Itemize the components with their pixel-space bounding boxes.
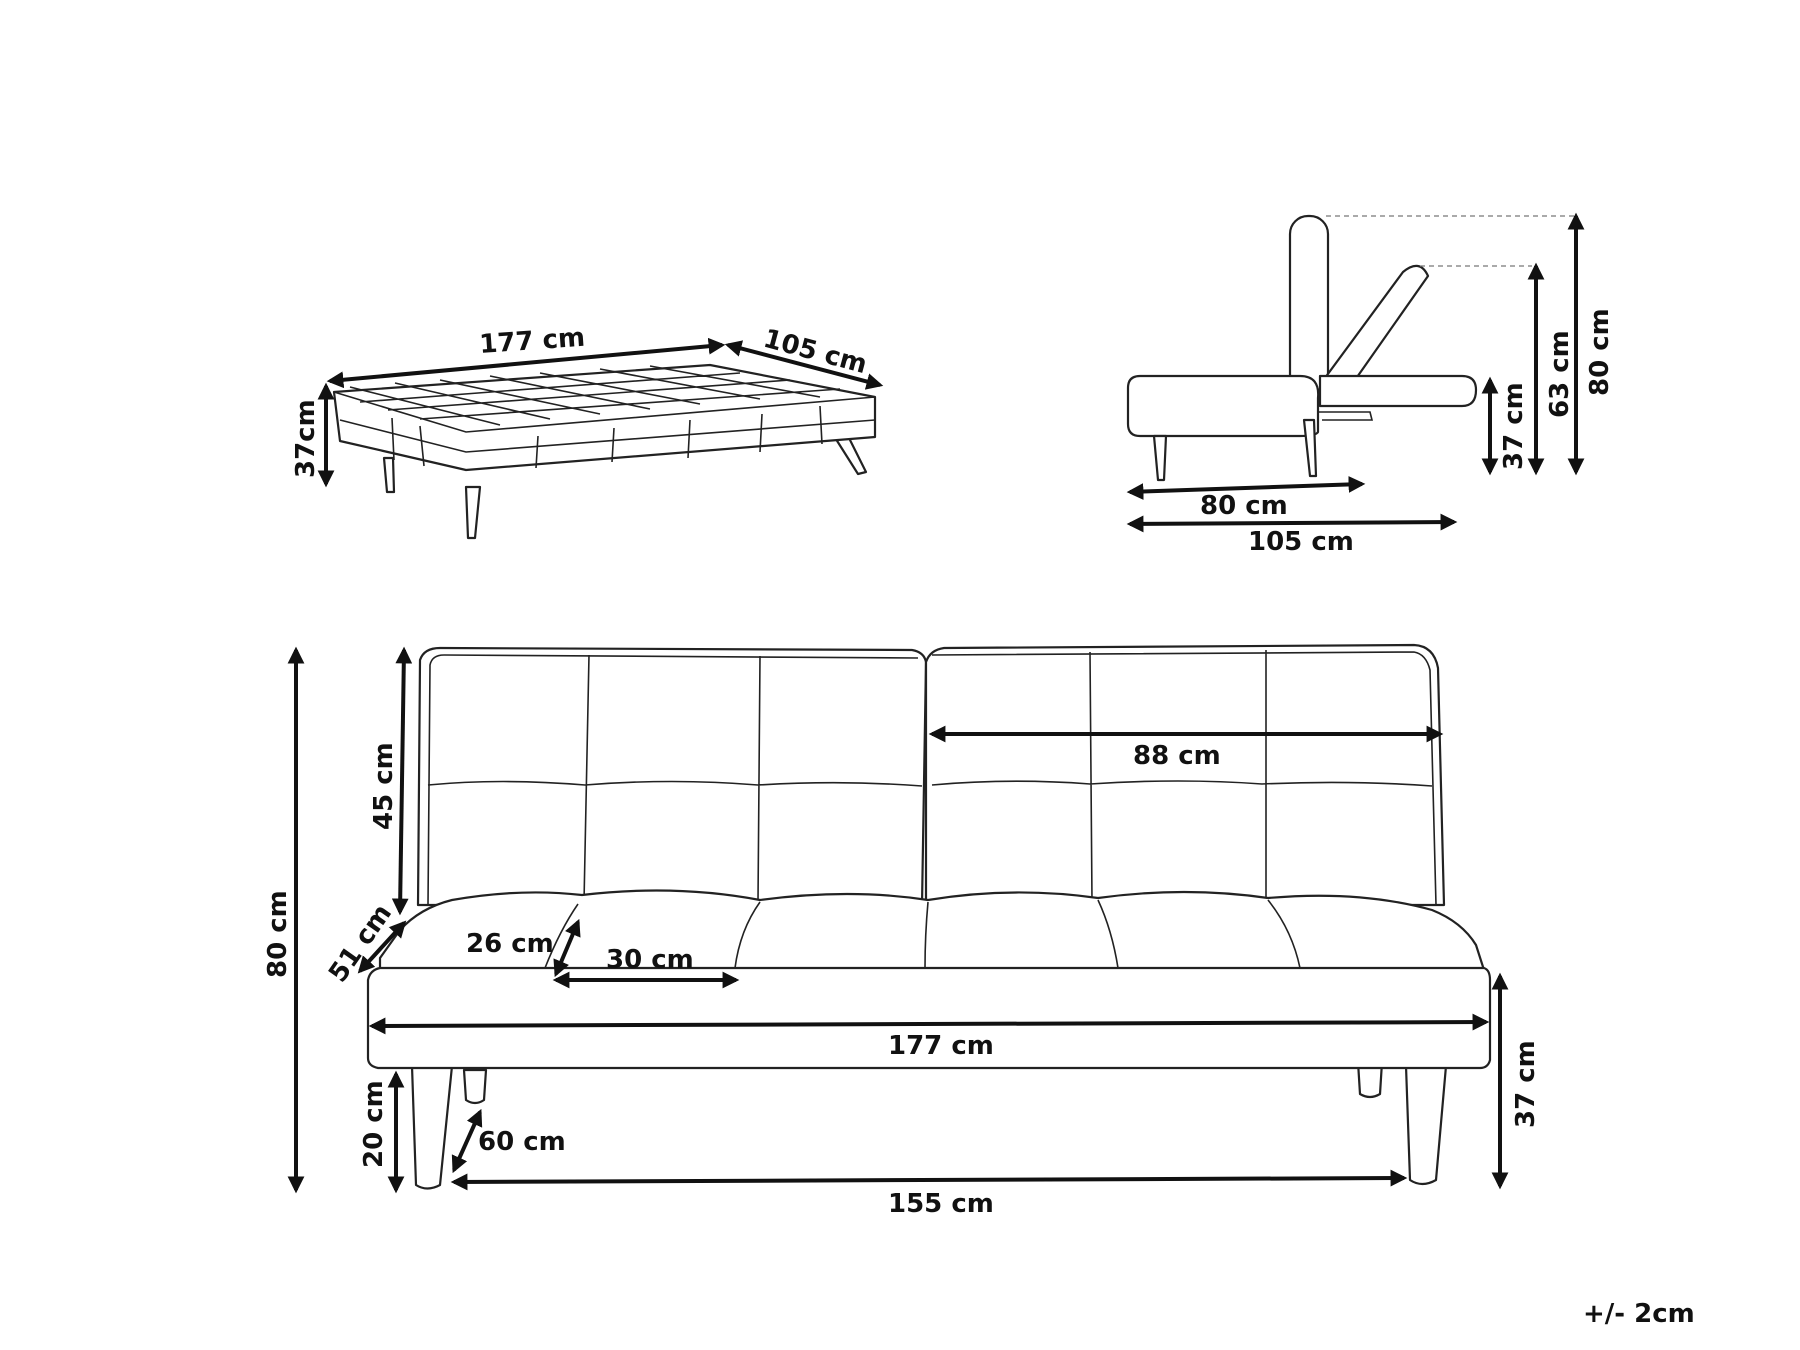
side-recline-height-label: 63 cm	[1545, 330, 1575, 418]
seat-height-label: 37 cm	[1511, 1040, 1541, 1128]
bed-mattress	[332, 363, 877, 472]
leg-depth-label: 60 cm	[478, 1127, 566, 1157]
leg-depth-arrow	[451, 1108, 483, 1174]
side-seat-height-label: 37 cm	[1499, 382, 1529, 470]
side-back-reclined	[1320, 264, 1430, 392]
bed-leg-right	[832, 434, 868, 476]
backrest-right	[924, 643, 1446, 907]
backrest-height-label: 45 cm	[369, 742, 399, 830]
bed-length-label: 177 cm	[478, 323, 586, 360]
tolerance-note: +/- 2cm	[1583, 1299, 1695, 1329]
leg-span-arrow	[450, 1169, 1408, 1191]
side-leg-back	[1302, 418, 1318, 478]
leg-span-label: 155 cm	[888, 1189, 994, 1219]
bed-depth-arrow	[724, 340, 884, 390]
bed-height-label: 37cm	[291, 399, 321, 478]
side-seat	[1126, 374, 1320, 438]
front-leg-front-left	[410, 1064, 454, 1190]
side-back-flat	[1318, 374, 1478, 408]
leg-height-label: 20 cm	[359, 1080, 389, 1168]
side-bed-depth-arrow	[1126, 513, 1458, 533]
bed-leg-back-left	[382, 456, 396, 494]
front-leg-back-left	[462, 1068, 488, 1105]
side-seat-depth-arrow	[1126, 476, 1366, 500]
front-leg-back-right	[1356, 1060, 1384, 1099]
bed-top-edge	[339, 419, 876, 453]
side-seat-depth-label: 80 cm	[1200, 491, 1288, 521]
backrest-width-label: 88 cm	[1133, 741, 1221, 771]
side-total-height-label: 80 cm	[1585, 308, 1615, 396]
backrest-left	[416, 646, 928, 907]
total-width-label: 177 cm	[888, 1031, 994, 1061]
total-width-arrow	[368, 1013, 1490, 1035]
side-view	[1126, 214, 1574, 482]
front-view	[366, 643, 1492, 1190]
cushion-height-arrow	[553, 918, 581, 978]
bed-leg-front-left	[464, 485, 482, 540]
front-dimensions: 88 cm 45 cm 51 cm 26 cm 30 cm 177 cm 80 …	[263, 646, 1541, 1219]
backrest-right-inner	[931, 651, 1437, 906]
side-dimensions: 80 cm 105 cm 37 cm 63 cm 80 cm	[1126, 212, 1615, 557]
side-leg-front	[1152, 434, 1168, 482]
bed-length-arrow	[326, 337, 726, 389]
side-back-upright	[1288, 214, 1330, 394]
cushion-height-label: 26 cm	[466, 929, 554, 959]
seat-cushions	[378, 889, 1486, 972]
front-leg-front-right	[1404, 1064, 1448, 1186]
backrest-left-inner	[427, 654, 919, 906]
bed-view	[332, 363, 877, 540]
bed-depth-label: 105 cm	[760, 324, 870, 380]
backrest-height-arrow	[391, 646, 413, 916]
side-frame-link	[1318, 411, 1374, 421]
armrest-depth-arrow	[357, 920, 407, 974]
cushion-width-label: 30 cm	[606, 945, 694, 975]
total-height-label: 80 cm	[263, 890, 293, 978]
backrest-quilting	[427, 650, 1433, 903]
side-bed-depth-label: 105 cm	[1248, 527, 1354, 557]
